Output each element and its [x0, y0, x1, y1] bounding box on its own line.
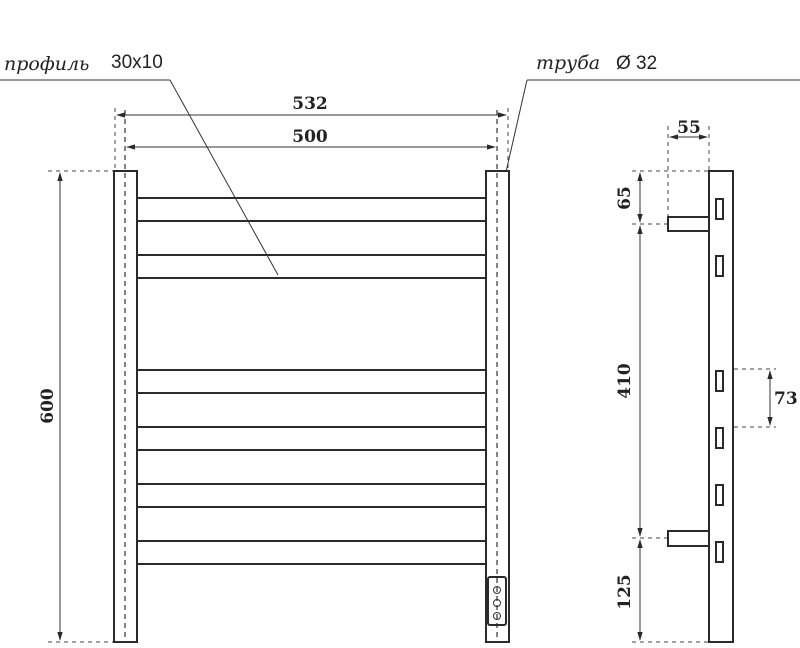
- crossbar-1: [136, 197, 487, 222]
- front-view: [113, 110, 510, 643]
- dim-55-label: 55: [677, 118, 701, 138]
- side-dimensions: 55 65 410 125 73: [615, 118, 798, 643]
- crossbar-2: [136, 254, 487, 279]
- profile-callout-value: 30x10: [111, 52, 163, 73]
- left-post: [113, 170, 138, 643]
- side-slot-1: [715, 198, 724, 220]
- front-dimensions: 532 500 600: [38, 94, 509, 643]
- side-slots: [715, 198, 724, 563]
- pipe-callout: труба Ø 32: [505, 52, 800, 173]
- top-wall-mount: [667, 216, 710, 232]
- dim-500-label: 500: [292, 127, 328, 147]
- dim-125-label: 125: [615, 574, 635, 610]
- side-view: [667, 170, 734, 643]
- side-slot-5: [715, 484, 724, 506]
- side-slot-4: [715, 427, 724, 449]
- bottom-wall-mount: [667, 530, 710, 547]
- side-slot-3: [715, 370, 724, 392]
- crossbar-5: [136, 483, 487, 508]
- crossbars: [136, 197, 487, 565]
- dim-600-label: 600: [38, 388, 58, 424]
- pipe-callout-label: труба: [536, 52, 600, 74]
- dim-410-label: 410: [615, 363, 635, 399]
- right-post: [485, 170, 510, 643]
- profile-callout: профиль 30x10: [0, 52, 279, 276]
- crossbar-3: [136, 369, 487, 394]
- dim-65-label: 65: [615, 186, 635, 210]
- dim-532-label: 532: [292, 94, 328, 114]
- side-post: [708, 170, 734, 643]
- connection-box: [487, 576, 507, 626]
- side-slot-2: [715, 255, 724, 277]
- pipe-callout-value: Ø 32: [616, 53, 657, 74]
- dim-73-label: 73: [774, 389, 798, 409]
- side-slot-6: [715, 541, 724, 563]
- crossbar-4: [136, 426, 487, 451]
- profile-callout-label: профиль: [4, 53, 89, 75]
- crossbar-6: [136, 540, 487, 565]
